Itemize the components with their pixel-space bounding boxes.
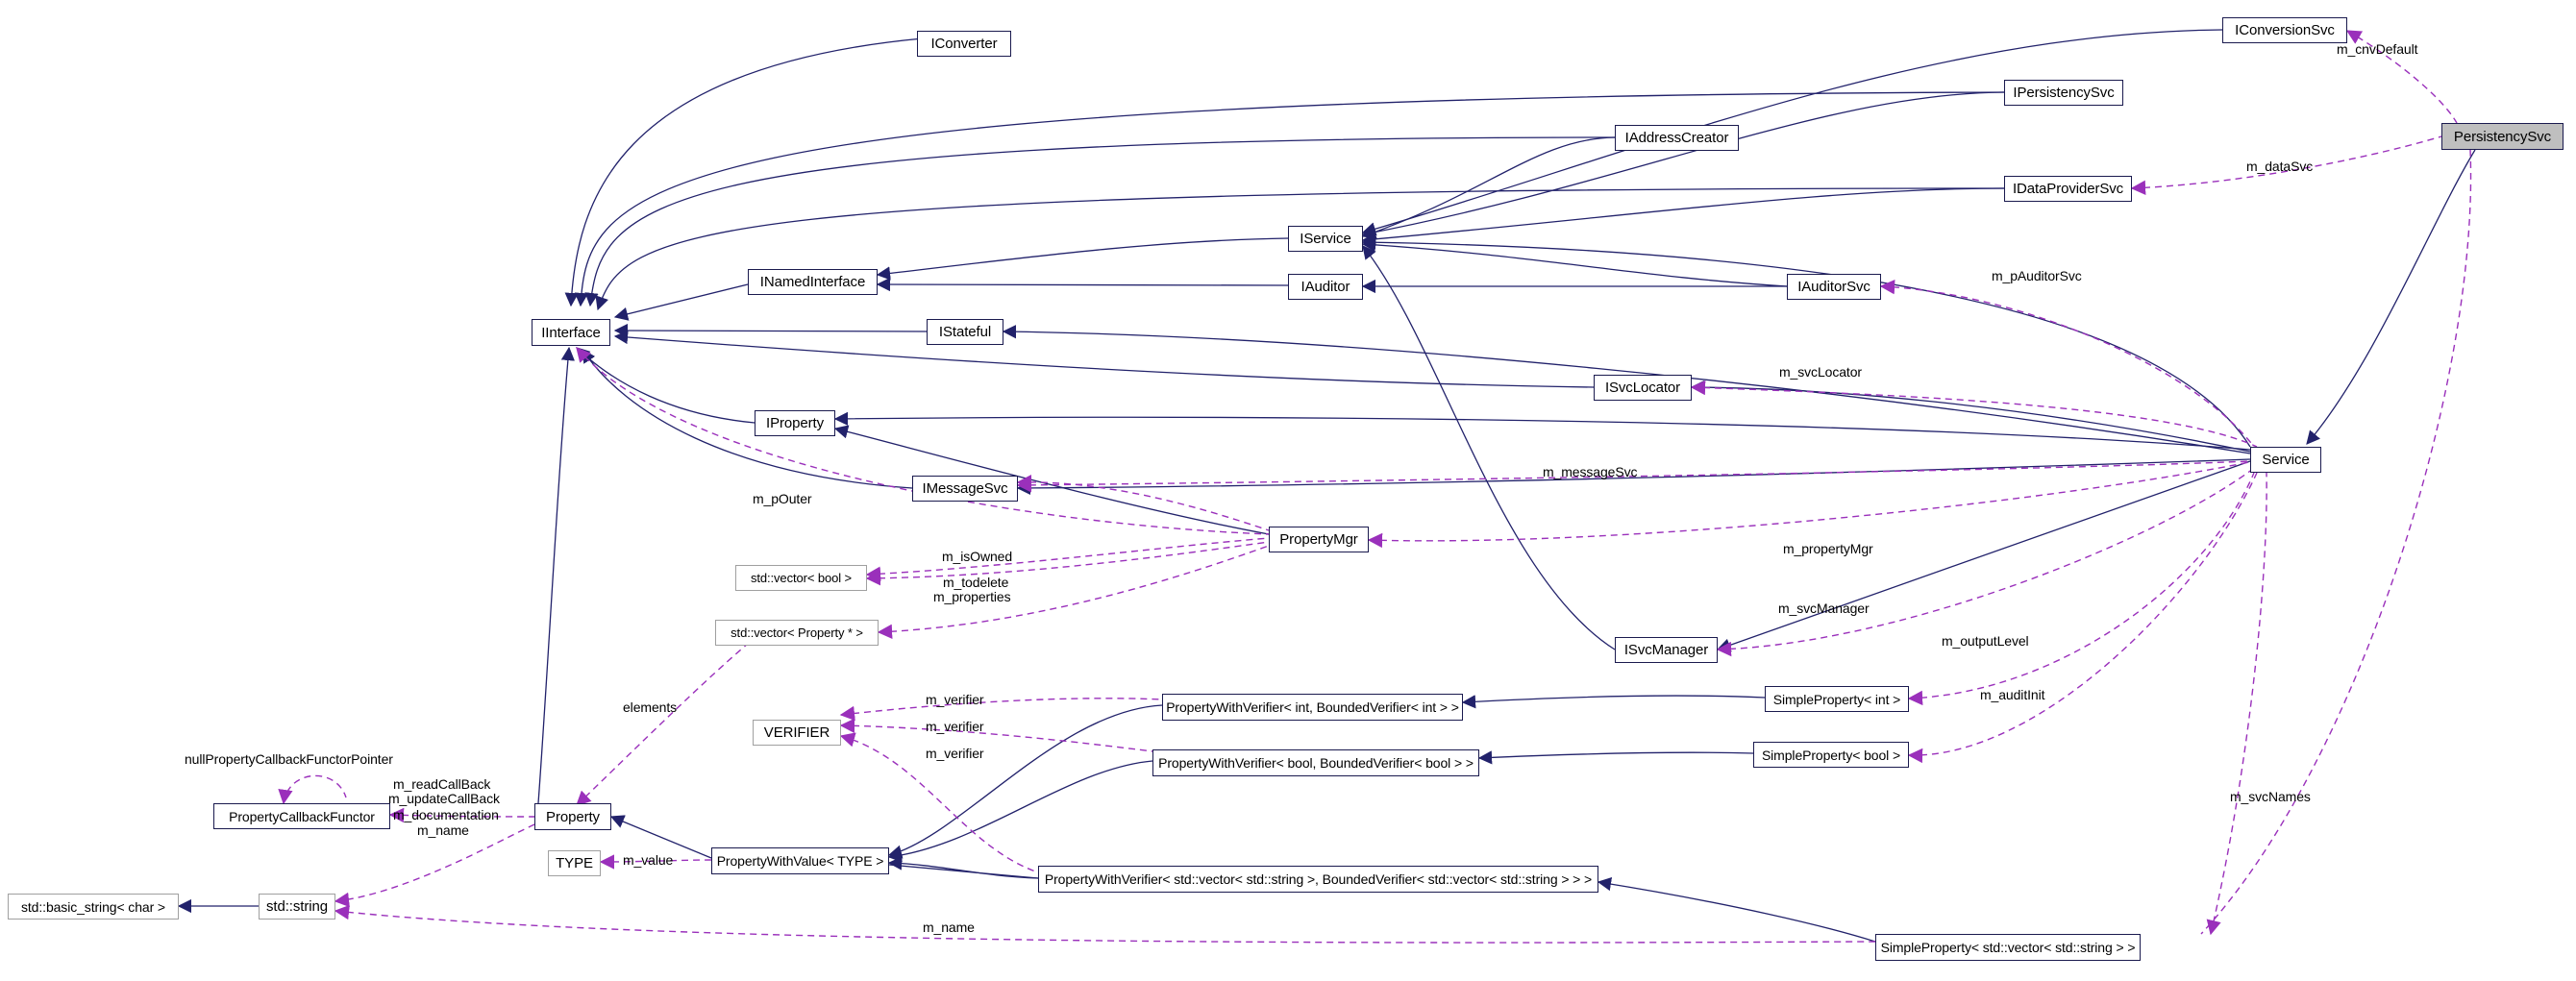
- edge-label-m-svclocator: m_svcLocator: [1779, 364, 1862, 380]
- node-iauditor[interactable]: IAuditor: [1288, 274, 1363, 300]
- node-isvcmanager[interactable]: ISvcManager: [1615, 637, 1718, 663]
- edge-label-m-verifier-1: m_verifier: [926, 692, 984, 707]
- edge-label-m-propertymgr: m_propertyMgr: [1783, 541, 1873, 556]
- edge-label-elements: elements: [623, 699, 678, 715]
- node-propertymgr[interactable]: PropertyMgr: [1269, 527, 1369, 552]
- node-propertywithvalue-type[interactable]: PropertyWithValue< TYPE >: [711, 847, 889, 874]
- node-inamedinterface[interactable]: INamedInterface: [748, 269, 878, 295]
- node-type[interactable]: TYPE: [548, 850, 601, 876]
- node-iconverter[interactable]: IConverter: [917, 31, 1011, 57]
- node-simpleproperty-vector-string[interactable]: SimpleProperty< std::vector< std::string…: [1875, 934, 2141, 961]
- node-iinterface[interactable]: IInterface: [532, 319, 610, 346]
- node-verifier[interactable]: VERIFIER: [753, 720, 841, 746]
- node-iconversionsvc[interactable]: IConversionSvc: [2222, 17, 2347, 43]
- edge-label-m-verifier-3: m_verifier: [926, 746, 984, 761]
- node-std-string[interactable]: std::string: [259, 894, 335, 920]
- node-iproperty[interactable]: IProperty: [755, 410, 835, 436]
- inheritance-edges: [177, 29, 2476, 943]
- edge-label-m-updatecallback: m_updateCallBack: [388, 791, 500, 806]
- edge-label-m-name-string: m_name: [923, 920, 975, 935]
- edge-label-m-name-property: m_name: [417, 822, 469, 838]
- edge-label-m-isowned: m_isOwned: [942, 549, 1013, 564]
- node-propertycallbackfunctor[interactable]: PropertyCallbackFunctor: [213, 803, 390, 829]
- node-iauditorsvc[interactable]: IAuditorSvc: [1787, 274, 1881, 300]
- edge-label-m-auditinit: m_auditInit: [1980, 687, 2045, 702]
- edge-label-m-messagesvc: m_messageSvc: [1543, 464, 1638, 479]
- edge-label-m-outputlevel: m_outputLevel: [1942, 633, 2029, 649]
- node-service[interactable]: Service: [2250, 447, 2321, 473]
- edge-label-m-value: m_value: [623, 852, 674, 868]
- node-simpleproperty-bool[interactable]: SimpleProperty< bool >: [1753, 742, 1909, 768]
- node-propertywithverifier-vector-string[interactable]: PropertyWithVerifier< std::vector< std::…: [1038, 866, 1598, 893]
- edge-label-nullpropertycallbackfunctorpointer: nullPropertyCallbackFunctorPointer: [185, 751, 393, 767]
- node-persistencysvc[interactable]: PersistencySvc: [2441, 123, 2564, 150]
- node-std-basic-string-char[interactable]: std::basic_string< char >: [8, 894, 179, 920]
- node-std-vector-bool[interactable]: std::vector< bool >: [735, 565, 867, 591]
- node-idataprovidersvc[interactable]: IDataProviderSvc: [2004, 176, 2132, 202]
- edge-label-m-datasvc: m_dataSvc: [2246, 159, 2314, 174]
- edge-label-m-documentation: m_documentation: [393, 807, 499, 822]
- node-isvclocator[interactable]: ISvcLocator: [1594, 375, 1692, 401]
- node-istateful[interactable]: IStateful: [927, 319, 1003, 345]
- edge-label-m-pauditorsvc: m_pAuditorSvc: [1992, 268, 2082, 283]
- node-propertywithverifier-int[interactable]: PropertyWithVerifier< int, BoundedVerifi…: [1162, 694, 1463, 721]
- node-std-vector-property-ptr[interactable]: std::vector< Property * >: [715, 620, 879, 646]
- edge-label-m-readcallback: m_readCallBack: [393, 776, 491, 792]
- node-imessagesvc[interactable]: IMessageSvc: [912, 476, 1018, 502]
- node-simpleproperty-int[interactable]: SimpleProperty< int >: [1765, 686, 1909, 712]
- node-iservice[interactable]: IService: [1288, 226, 1363, 252]
- usage-edges: [278, 30, 2472, 944]
- node-property[interactable]: Property: [534, 803, 611, 830]
- edge-label-m-pouter: m_pOuter: [753, 491, 812, 506]
- edge-label-m-verifier-2: m_verifier: [926, 719, 984, 734]
- node-ipersistencysvc[interactable]: IPersistencySvc: [2004, 80, 2123, 106]
- edge-label-m-todelete: m_todelete: [943, 575, 1009, 590]
- edge-label-m-svcnames: m_svcNames: [2230, 789, 2311, 804]
- node-iaddresscreator[interactable]: IAddressCreator: [1615, 125, 1739, 151]
- edge-label-m-properties: m_properties: [933, 589, 1011, 604]
- node-propertywithverifier-bool[interactable]: PropertyWithVerifier< bool, BoundedVerif…: [1152, 749, 1479, 776]
- edge-label-m-svcmanager: m_svcManager: [1778, 601, 1870, 616]
- edge-label-m-cnvdefault: m_cnvDefault: [2337, 41, 2418, 57]
